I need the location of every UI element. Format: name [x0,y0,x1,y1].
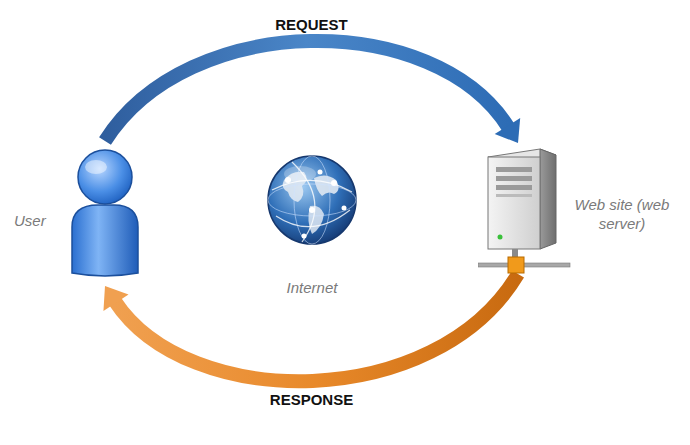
arrow-head [495,118,520,143]
server-drawing [478,145,573,280]
node-label: User [14,211,46,230]
globe-drawing [262,150,362,250]
request-arc [105,41,509,141]
internet-globe: Internet [262,150,364,300]
edge-label: REQUEST [272,16,351,33]
response-arc [115,274,518,381]
arrow-head [103,286,128,311]
node-label: Internet [262,278,362,297]
user-icon: User [10,145,145,280]
node-label: Web site (web server) [574,195,670,233]
web-server-icon: Web site (web server) [478,145,673,280]
edge-label: RESPONSE [267,391,356,408]
